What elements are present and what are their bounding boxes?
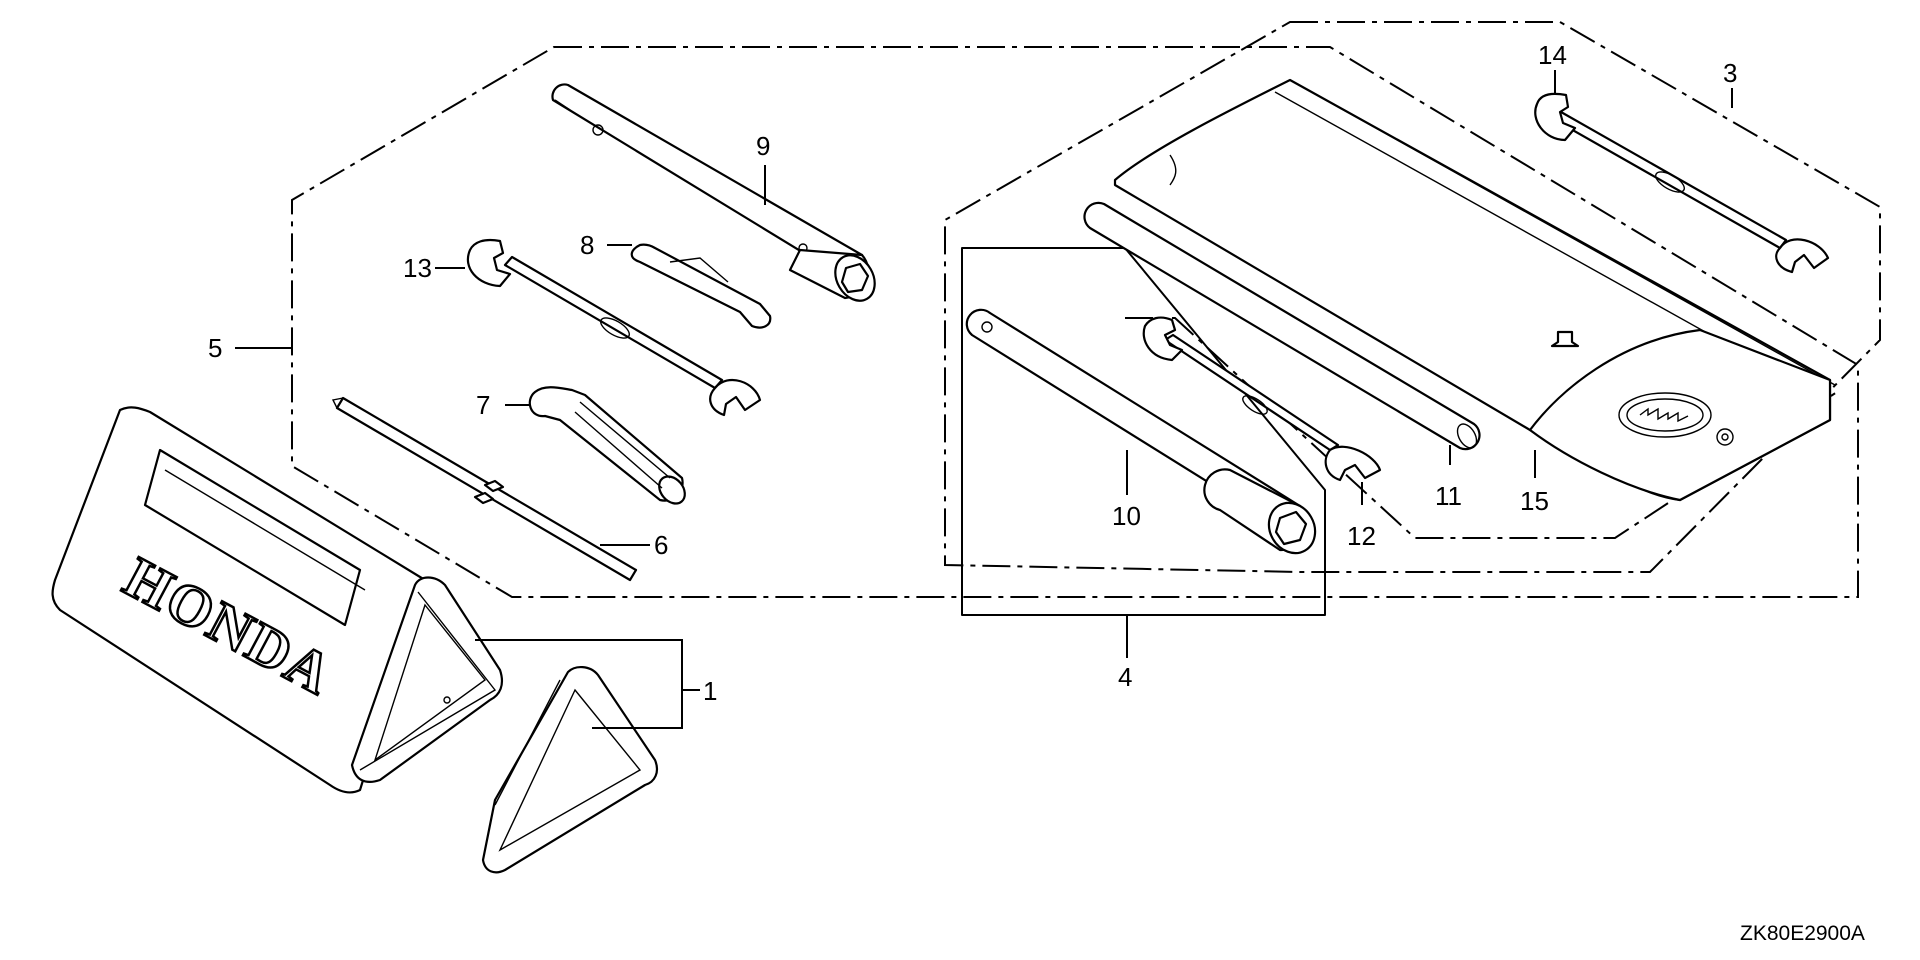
callout-8: 8 [580, 230, 594, 260]
callout-15: 15 [1520, 486, 1549, 516]
callout-9: 9 [756, 131, 770, 161]
callout-13: 13 [403, 253, 432, 283]
callout-1: 1 [703, 676, 717, 706]
group-outline-3 [944, 21, 1881, 573]
callouts: 1 3 4 5 6 7 8 9 10 11 12 13 14 15 [208, 40, 1737, 706]
callout-14: 14 [1538, 40, 1567, 70]
box-spanner-10 [965, 308, 1317, 555]
screwdriver-bit-6 [331, 396, 638, 582]
tommy-bar [1083, 201, 1481, 451]
screwdriver-handle-7 [528, 386, 686, 505]
group-outline-5 [291, 46, 1859, 598]
callout-7: 7 [476, 390, 490, 420]
wrench-14 [1534, 92, 1830, 274]
callout-11: 11 [1435, 481, 1462, 511]
callout-12: 12 [1347, 521, 1376, 551]
wrench-13 [466, 238, 762, 417]
leader-lines [235, 70, 1733, 729]
group-outline-4 [961, 247, 1326, 616]
callout-10: 10 [1112, 501, 1141, 531]
callout-4: 4 [1118, 662, 1132, 692]
wrench-12 [1142, 316, 1382, 482]
callout-5: 5 [208, 333, 222, 363]
screwdriver-8 [630, 243, 772, 329]
callout-6: 6 [654, 530, 668, 560]
tube-spanner-9 [551, 83, 876, 302]
tool-roll [1113, 78, 1836, 502]
drawing-code: ZK80E2900A [1740, 922, 1865, 945]
callout-3: 3 [1723, 58, 1737, 88]
